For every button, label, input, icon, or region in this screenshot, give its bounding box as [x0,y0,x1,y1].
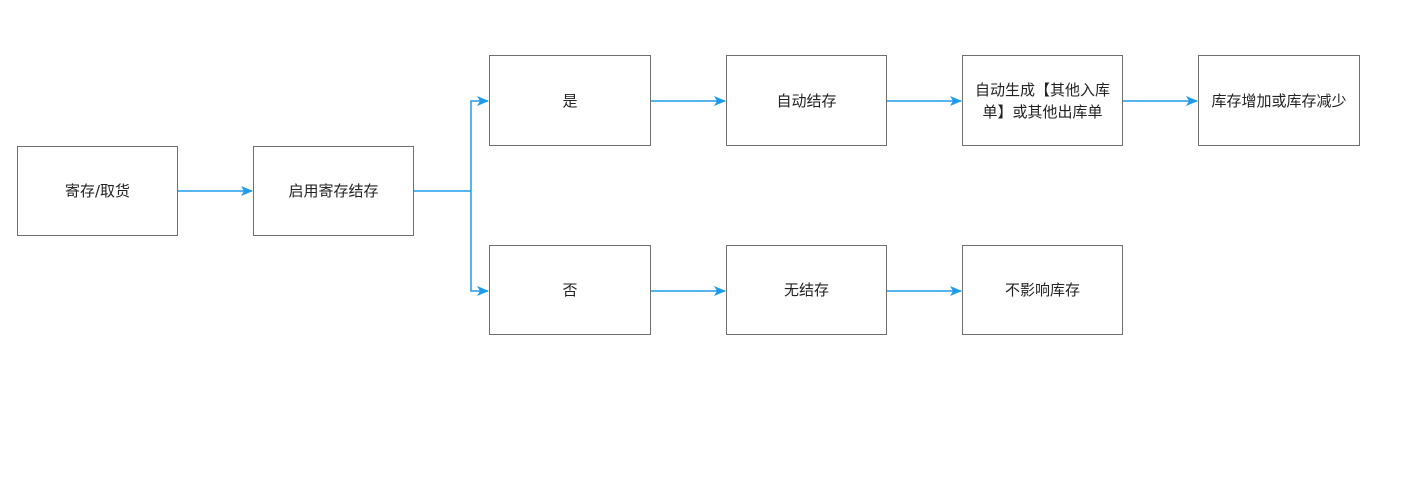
node-no[interactable]: 否 [489,245,651,335]
node-label: 是 [562,91,578,110]
node-label: 不影响库存 [1004,281,1080,299]
node-label: 否 [562,281,578,299]
node-deposit-pickup[interactable]: 寄存/取货 [17,146,178,236]
edge-enable-to-yes [470,96,489,191]
node-inventory-change[interactable]: 库存增加或库存减少 [1198,55,1360,146]
node-label: 寄存/取货 [64,182,131,200]
node-label: 自动生成【其他入库单】或其他出库单 [974,80,1110,121]
node-generate-document[interactable]: 自动生成【其他入库单】或其他出库单 [962,55,1123,146]
node-label: 自动结存 [776,91,837,110]
node-label: 无结存 [783,281,829,299]
edge-enable-to-no [470,191,489,296]
node-yes[interactable]: 是 [489,55,651,146]
node-no-settle[interactable]: 无结存 [726,245,887,335]
node-auto-settle[interactable]: 自动结存 [726,55,887,146]
node-label: 库存增加或库存减少 [1211,91,1347,110]
node-enable-deposit-settlement[interactable]: 启用寄存结存 [253,146,414,236]
node-no-inventory-effect[interactable]: 不影响库存 [962,245,1123,335]
node-label: 启用寄存结存 [288,182,379,200]
